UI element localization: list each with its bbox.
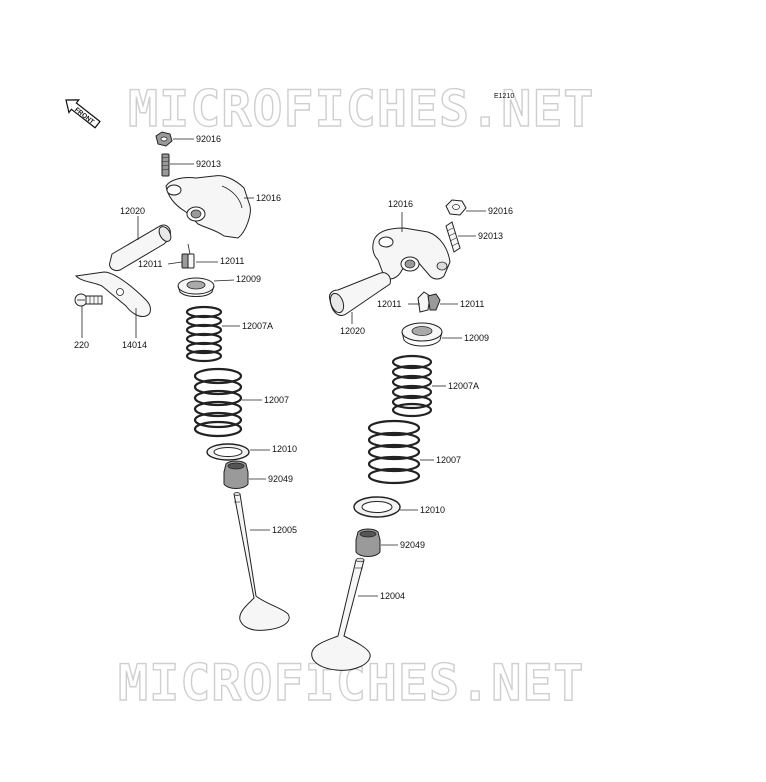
diagram-code: E1210 [494, 93, 514, 100]
label-right-12007A: 12007A [448, 381, 479, 391]
left-shaft-12020 [109, 224, 172, 271]
left-valve-12005 [233, 492, 290, 631]
left-outer-spring-12007 [193, 367, 243, 438]
label-right-12004: 12004 [380, 591, 405, 601]
label-right-92016: 92016 [488, 206, 513, 216]
label-right-12011-b: 12011 [460, 299, 484, 309]
right-inner-spring-12007A [391, 354, 433, 418]
label-left-12011-a: 12011 [138, 259, 162, 269]
left-plate-14014 [74, 271, 151, 317]
label-left-92013: 92013 [196, 159, 221, 169]
right-screw-92013 [445, 221, 461, 253]
label-left-12009: 12009 [236, 274, 261, 284]
label-right-92049: 92049 [400, 540, 425, 550]
label-left-12007A: 12007A [242, 321, 273, 331]
left-rocker-arm-12016 [165, 175, 251, 239]
left-screw-92013 [161, 153, 170, 177]
right-assembly: 12016 92016 92013 12011 12011 [311, 199, 513, 671]
left-retainer-12009 [177, 277, 215, 297]
label-left-92049: 92049 [268, 474, 293, 484]
right-keepers-12011 [417, 291, 441, 313]
label-right-92013: 92013 [478, 231, 503, 241]
label-left-12011-b: 12011 [220, 256, 244, 266]
label-left-12010: 12010 [272, 444, 297, 454]
right-washer-12010 [353, 496, 401, 518]
right-shaft-12020 [329, 272, 391, 316]
label-right-12010: 12010 [420, 505, 445, 515]
left-inner-spring-12007A [185, 305, 223, 363]
right-retainer-12009 [401, 322, 443, 347]
left-nut-92016 [155, 131, 173, 147]
right-nut-92016 [445, 199, 467, 216]
right-rocker-arm-12016 [372, 227, 451, 280]
watermark-top: MICROFICHES.NET [128, 80, 595, 138]
label-left-14014: 14014 [122, 340, 147, 350]
label-right-12016: 12016 [388, 199, 413, 209]
left-seal-92049 [223, 460, 249, 489]
label-right-12009: 12009 [464, 333, 489, 343]
left-keepers-12011 [181, 243, 195, 269]
label-left-220: 220 [74, 340, 89, 350]
right-outer-spring-12007 [367, 419, 421, 485]
label-left-12005: 12005 [272, 525, 297, 535]
left-washer-12010 [206, 443, 250, 461]
label-right-12007: 12007 [436, 455, 461, 465]
label-left-92016: 92016 [196, 134, 221, 144]
right-seal-92049 [355, 528, 381, 557]
label-left-12016: 12016 [256, 193, 281, 203]
right-valve-12004 [311, 557, 371, 671]
left-assembly: 92016 92013 12016 12020 [74, 131, 297, 631]
label-left-12007: 12007 [264, 395, 289, 405]
label-right-12020: 12020 [340, 326, 365, 336]
left-bolt-220 [74, 293, 103, 307]
label-right-12011-a: 12011 [377, 299, 401, 309]
front-arrow-icon: FRONT [65, 99, 101, 129]
label-left-12020: 12020 [120, 206, 145, 216]
